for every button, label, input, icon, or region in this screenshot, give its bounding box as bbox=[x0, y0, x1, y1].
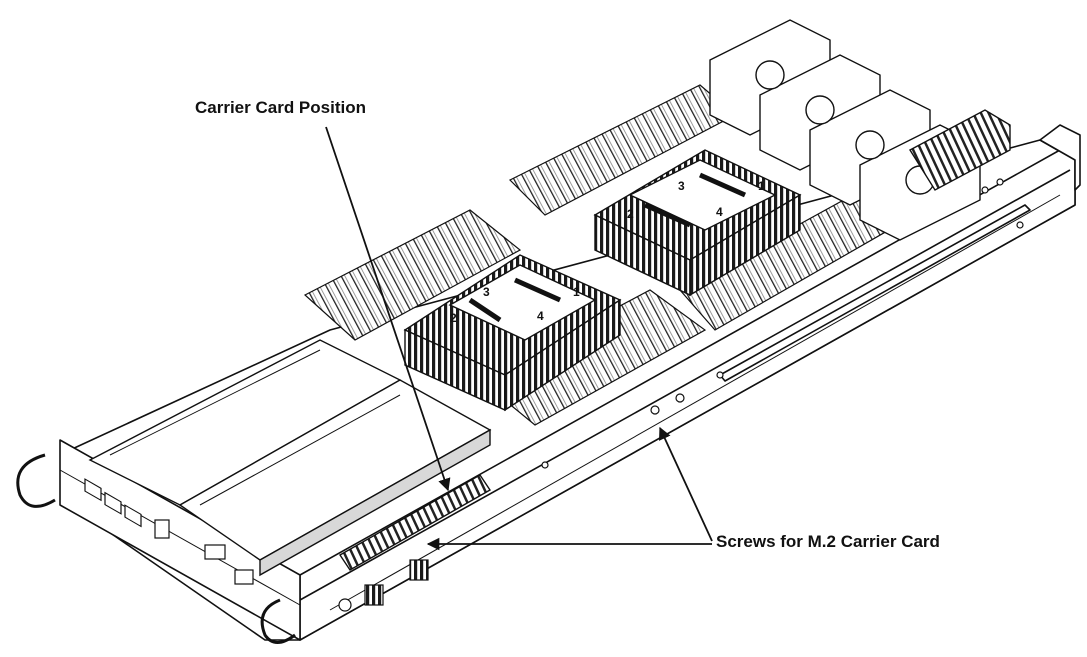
heatsink-rear-number-4: 4 bbox=[716, 205, 723, 219]
carrier-card-position-label: Carrier Card Position bbox=[195, 98, 366, 117]
memory-dimm-slots bbox=[303, 84, 916, 426]
heatsink-front-number-1: 1 bbox=[573, 285, 580, 299]
screw-holes bbox=[541, 178, 1024, 469]
screws-m2-carrier-card-label: Screws for M.2 Carrier Card bbox=[716, 532, 940, 551]
heatsink-front: 3 1 2 4 bbox=[403, 254, 622, 412]
heatsink-rear-number-2: 2 bbox=[627, 207, 634, 221]
heatsink-rear: 3 1 2 4 bbox=[593, 149, 802, 297]
cooling-fans bbox=[709, 19, 1011, 241]
drive-bays bbox=[88, 339, 492, 577]
heatsink-rear-number-1: 1 bbox=[758, 179, 765, 193]
heatsink-front-number-4: 4 bbox=[537, 309, 544, 323]
heatsink-front-number-2: 2 bbox=[450, 311, 457, 325]
front-io-ports bbox=[84, 478, 429, 612]
heatsink-rear-number-3: 3 bbox=[678, 179, 685, 193]
callout-lines bbox=[325, 126, 713, 551]
heatsink-front-number-3: 3 bbox=[483, 285, 490, 299]
